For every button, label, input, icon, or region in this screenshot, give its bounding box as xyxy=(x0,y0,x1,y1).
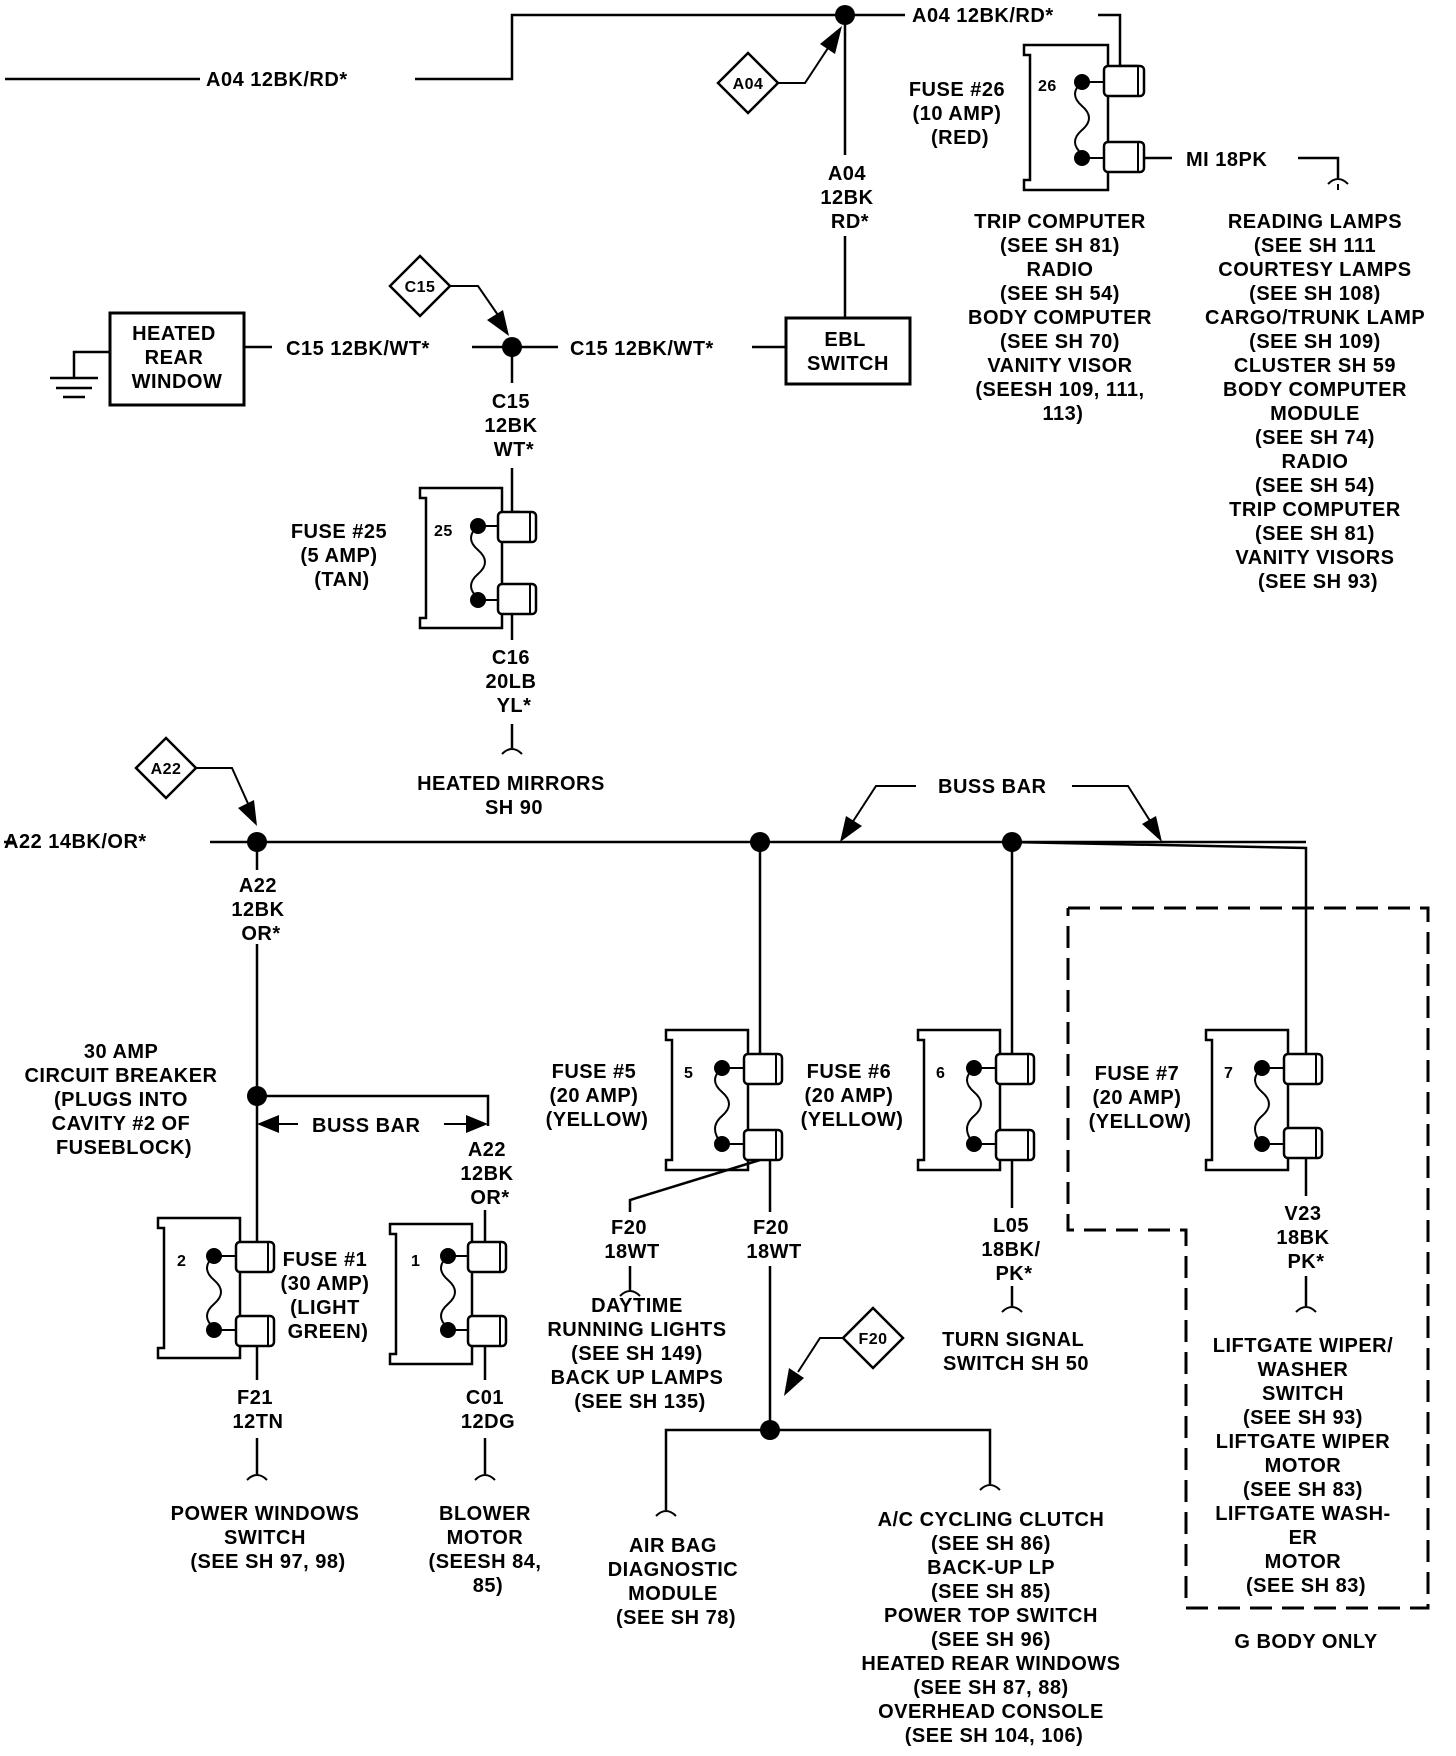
a22-vertical-label-2: A22 12BK OR* xyxy=(460,1139,519,1209)
fuse-6-label: FUSE #6 (20 AMP) (YELLOW) xyxy=(801,1061,904,1131)
f20-left-label: F20 18WT xyxy=(604,1217,659,1263)
power-windows-label: POWER WINDOWS SWITCH (SEE SH 97, 98) xyxy=(171,1503,366,1573)
fuse-blower-number: 1 xyxy=(411,1253,420,1270)
fuse-26-label: FUSE #26 (10 AMP) (RED) xyxy=(909,79,1011,149)
a22-wire-label: A22 14BK/OR* xyxy=(4,831,147,853)
a22-connector-tag: A22 xyxy=(134,736,257,826)
c15-wire-label-left: C15 12BK/WT* xyxy=(286,338,430,360)
fuse-7-label: FUSE #7 (20 AMP) (YELLOW) xyxy=(1089,1063,1192,1133)
f21-vertical-label: F21 12TN xyxy=(233,1387,284,1433)
a04-wire-label-left: A04 12BK/RD* xyxy=(206,69,348,91)
mi-18pk-wire: MI 18PK xyxy=(1144,149,1349,190)
fuse-5-number: 5 xyxy=(684,1065,693,1082)
buss-bar-top-label: BUSS BAR xyxy=(938,776,1047,798)
a22-vertical-label: A22 12BK OR* xyxy=(231,875,290,945)
f20-right-label: F20 18WT xyxy=(746,1217,801,1263)
fuse-26-right-destinations: READING LAMPS (SEE SH 111 COURTESY LAMPS… xyxy=(1205,211,1431,593)
fuse-1: 2 xyxy=(156,1216,276,1360)
fuse-26-number: 26 xyxy=(1038,78,1057,95)
fuse-5: 5 xyxy=(664,1028,784,1172)
l05-vertical-label: L05 18BK/ PK* xyxy=(981,1215,1046,1285)
fuse-1-label: FUSE #1 (30 AMP) (LIGHT GREEN) xyxy=(281,1249,376,1343)
mi-18pk-label: MI 18PK xyxy=(1186,149,1267,171)
fuse-25: 25 xyxy=(418,486,538,630)
heated-rear-window-label: HEATED REAR WINDOW xyxy=(132,323,223,393)
circuit-breaker-label: 30 AMP CIRCUIT BREAKER (PLUGS INTO CAVIT… xyxy=(24,1041,223,1159)
fuse-7: 7 xyxy=(1204,1028,1324,1172)
fuse-7-number: 7 xyxy=(1224,1065,1233,1082)
blower-motor-label: BLOWER MOTOR (SEESH 84, 85) xyxy=(429,1503,548,1597)
c15-connector-tag: C15 xyxy=(388,254,509,336)
heated-mirrors-label: HEATED MIRRORS SH 90 xyxy=(417,773,611,819)
svg-text:C15: C15 xyxy=(405,279,436,296)
ebl-switch-label: EBL SWITCH xyxy=(807,329,889,375)
svg-text:A04: A04 xyxy=(733,76,764,93)
c15-wire-label-right: C15 12BK/WT* xyxy=(570,338,714,360)
fuse-6: 6 xyxy=(916,1028,1036,1172)
g-body-only-label: G BODY ONLY xyxy=(1234,1631,1377,1653)
f20-connector-tag: F20 xyxy=(784,1306,905,1396)
liftgate-wiper-label: LIFTGATE WIPER/ WASHER SWITCH (SEE SH 93… xyxy=(1213,1335,1400,1597)
fuse-26: 26 xyxy=(1022,43,1146,192)
v23-vertical-label: V23 18BK PK* xyxy=(1276,1203,1335,1273)
svg-text:F20: F20 xyxy=(858,1331,887,1348)
ac-cycling-clutch-label: A/C CYCLING CLUTCH (SEE SH 86) BACK-UP L… xyxy=(861,1509,1126,1747)
a04-wire-label-right: A04 12BK/RD* xyxy=(912,5,1054,27)
fuse-26-left-destinations: TRIP COMPUTER (SEE SH 81) RADIO (SEE SH … xyxy=(968,211,1158,425)
a04-circuit: A04 12BK/RD* A04 12BK/RD* A04 A04 12BK R… xyxy=(5,5,1138,318)
c15-vertical-label: C15 12BK WT* xyxy=(484,391,543,461)
ground-symbol xyxy=(50,350,110,399)
buss-bar-left-label: BUSS BAR xyxy=(312,1115,421,1137)
ebl-switch-box xyxy=(784,316,912,386)
air-bag-module-label: AIR BAG DIAGNOSTIC MODULE (SEE SH 78) xyxy=(608,1535,745,1629)
fuse-5-label: FUSE #5 (20 AMP) (YELLOW) xyxy=(546,1061,649,1131)
heated-rear-window-box xyxy=(108,311,246,407)
fuse-blower: 1 xyxy=(388,1222,508,1366)
daytime-running-lights-label: DAYTIME RUNNING LIGHTS (SEE SH 149) BACK… xyxy=(547,1295,732,1413)
fuse-6-number: 6 xyxy=(936,1065,945,1082)
a04-vertical-label: A04 12BK RD* xyxy=(820,163,879,233)
g-body-only-boundary xyxy=(1066,906,1430,1610)
turn-signal-switch-label: TURN SIGNAL SWITCH SH 50 xyxy=(942,1329,1090,1375)
fuse-25-label: FUSE #25 (5 AMP) (TAN) xyxy=(291,521,393,591)
fuse-1-number: 2 xyxy=(177,1253,186,1270)
c16-vertical-label: C16 20LB YL* xyxy=(486,647,543,717)
fuse-25-number: 25 xyxy=(434,523,453,540)
buss-bar-top: BUSS BAR xyxy=(840,776,1162,842)
a04-connector-tag: A04 xyxy=(716,26,842,115)
buss-bar-left: BUSS BAR xyxy=(257,1115,488,1137)
svg-text:A22: A22 xyxy=(151,761,182,778)
c01-vertical-label: C01 12DG xyxy=(461,1387,515,1433)
